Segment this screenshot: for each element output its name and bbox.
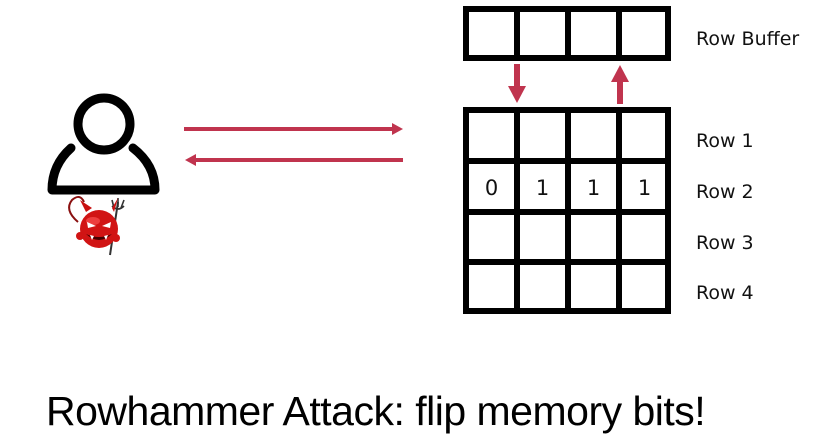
load-arrow xyxy=(611,65,629,104)
request-arrow xyxy=(184,123,403,135)
diagram-caption: Rowhammer Attack: flip memory bits! xyxy=(46,388,706,434)
memory-grid xyxy=(463,107,671,314)
row-label-2: Row 2 xyxy=(696,181,754,203)
row-2-cell-1: 0 xyxy=(484,176,499,200)
row-2-cell-2: 1 xyxy=(535,176,550,200)
row-label-4: Row 4 xyxy=(696,282,754,304)
devil-icon xyxy=(68,196,125,256)
row-label-3: Row 3 xyxy=(696,232,754,254)
row-2-cell-3: 1 xyxy=(586,176,601,200)
row-buffer-label: Row Buffer xyxy=(696,28,800,50)
activate-arrow xyxy=(508,64,526,103)
response-arrow xyxy=(185,154,403,166)
row-label-1: Row 1 xyxy=(696,130,754,152)
user-icon xyxy=(47,93,160,195)
row-buffer xyxy=(463,6,671,61)
row-2-cell-4: 1 xyxy=(637,176,652,200)
